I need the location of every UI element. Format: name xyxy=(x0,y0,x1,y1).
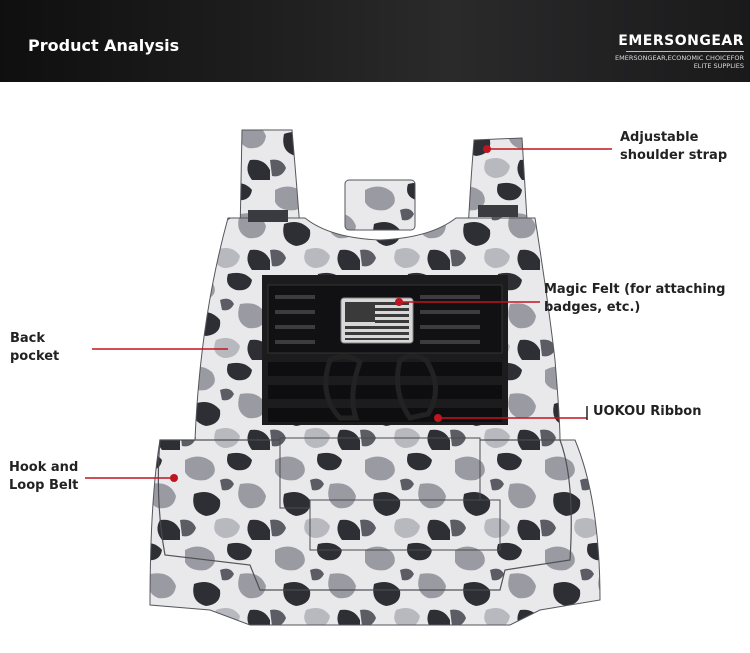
page-title: Product Analysis xyxy=(28,36,180,55)
callout-ribbon: UOKOU Ribbon xyxy=(593,404,702,419)
callout-hook-loop-belt: Hook and Loop Belt xyxy=(9,460,79,493)
brand-tagline: EMERSONGEAR,ECONOMIC CHOICEFOR ELITE SUP… xyxy=(615,54,744,70)
brand-divider xyxy=(626,51,744,52)
brand-logo: EMERSONGEAR xyxy=(618,33,744,49)
callout-shoulder-strap: Adjustable shoulder strap xyxy=(620,130,728,163)
callout-magic-felt: Magic Felt (for attaching badges, etc.) xyxy=(544,282,726,315)
callout-back-pocket: Back pocket xyxy=(10,331,60,364)
flag-patch xyxy=(340,297,414,344)
header-banner: Product Analysis EMERSONGEAR EMERSONGEAR… xyxy=(0,0,750,82)
